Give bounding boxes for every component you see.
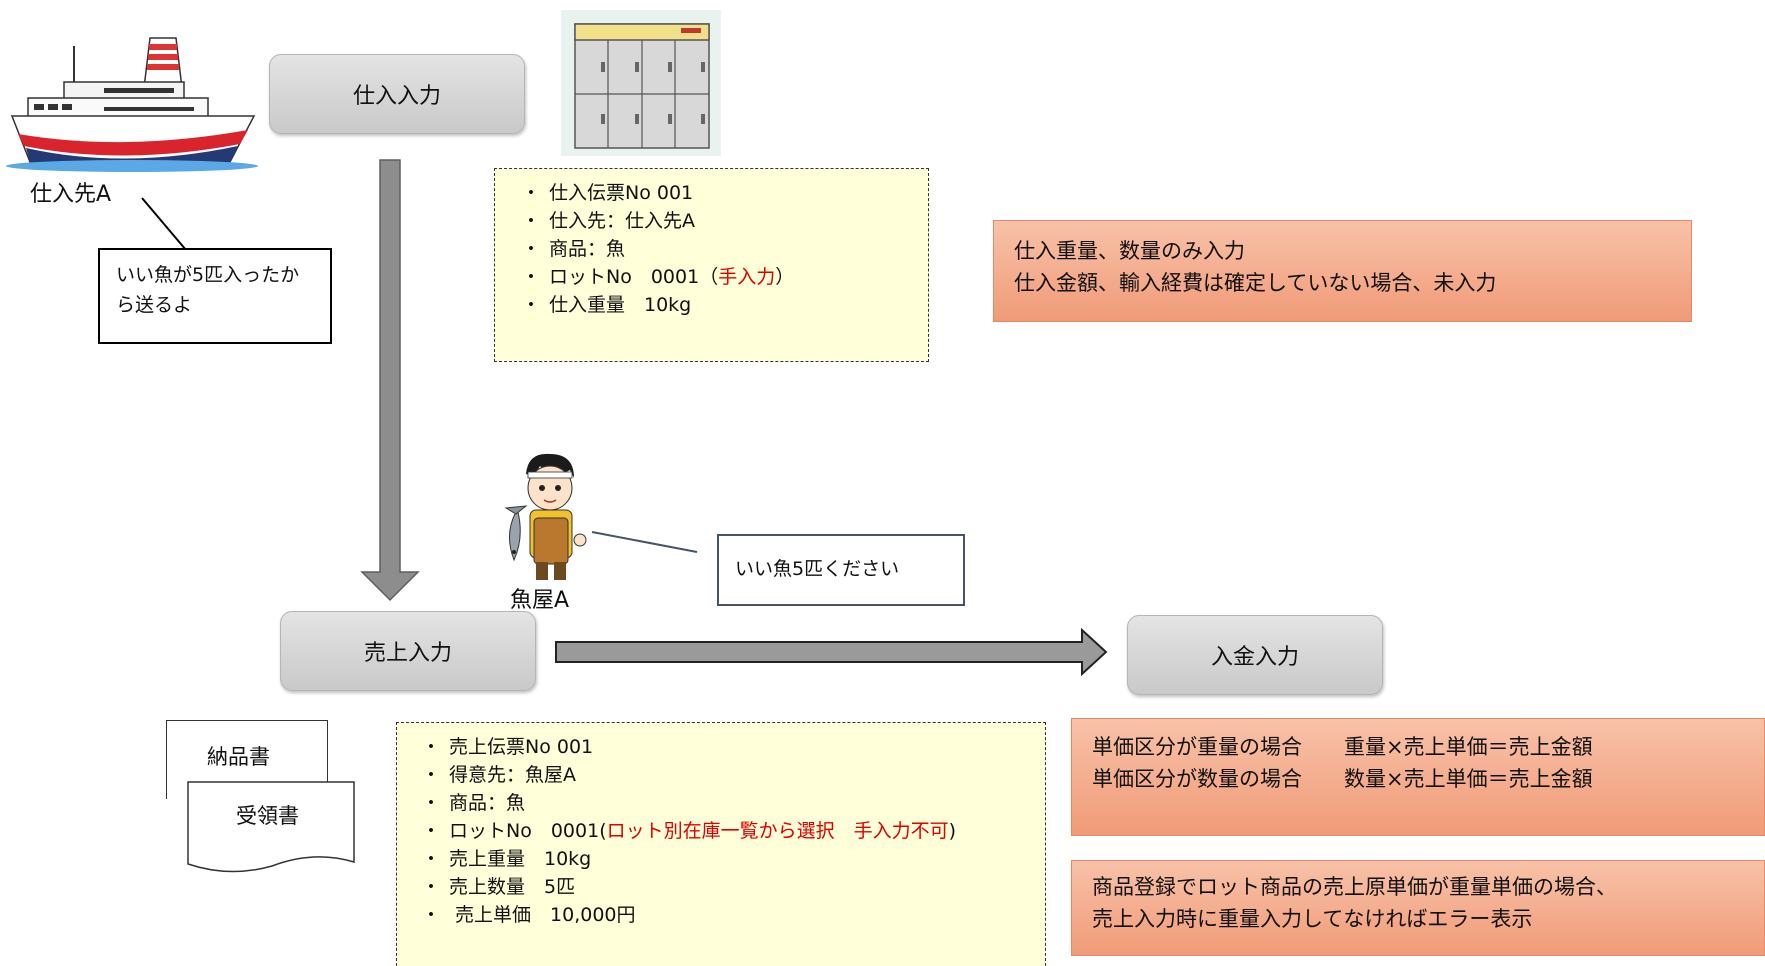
supplier-label: 仕入先A: [30, 182, 112, 207]
refrigerator-icon: [561, 10, 721, 156]
customer-callout-line: [591, 531, 698, 553]
purchase-memo-item: ・商品：魚: [521, 238, 626, 260]
purchase-input-box[interactable]: 仕入入力: [269, 54, 525, 134]
purchase-note: 仕入重量、数量のみ入力 仕入金額、輸入経費は確定していない場合、未入力: [993, 220, 1692, 322]
sales-memo-item: ・商品：魚: [421, 792, 526, 814]
weight-error-note-line: 売上入力時に重量入力してなければエラー表示: [1092, 907, 1533, 931]
purchase-note-line: 仕入金額、輸入経費は確定していない場合、未入力: [1014, 271, 1497, 295]
sales-memo: ・売上伝票No 001 ・得意先：魚屋A ・商品：魚 ・ロットNo 0001(ロ…: [396, 722, 1046, 966]
sales-memo-item: ・ 売上単価 10,000円: [421, 904, 636, 926]
supplier-speech-box: いい魚が5匹入ったから送るよ: [98, 248, 332, 344]
right-arrow: [555, 627, 1108, 677]
weight-error-note: 商品登録でロット商品の売上原単価が重量単価の場合、 売上入力時に重量入力してなけ…: [1071, 860, 1765, 956]
sales-input-box[interactable]: 売上入力: [280, 611, 536, 691]
sales-memo-item: ・売上数量 5匹: [421, 876, 576, 898]
unit-price-note-line: 単価区分が数量の場合 数量×売上単価＝売上金額: [1092, 767, 1593, 791]
purchase-note-line: 仕入重量、数量のみ入力: [1014, 239, 1245, 263]
purchase-memo: ・仕入伝票No 001 ・仕入先：仕入先A ・商品：魚 ・ロットNo 0001（…: [494, 168, 929, 362]
down-arrow: [360, 159, 420, 602]
unit-price-note-line: 単価区分が重量の場合 重量×売上単価＝売上金額: [1092, 735, 1593, 759]
manual-input-highlight: 手入力: [718, 266, 776, 288]
receipt-label: 受領書: [236, 804, 299, 828]
payment-input-label: 入金入力: [1210, 645, 1299, 670]
purchase-memo-lot: ・ロットNo 0001（手入力）: [521, 266, 795, 288]
purchase-input-label: 仕入入力: [352, 84, 441, 109]
lot-select-highlight: ロット別在庫一覧から選択 手入力不可: [606, 820, 949, 842]
customer-speech-box: いい魚5匹ください: [717, 534, 965, 606]
purchase-memo-item: ・仕入伝票No 001: [521, 182, 694, 204]
customer-speech-text: いい魚5匹ください: [735, 558, 900, 580]
supplier-speech-text: いい魚が5匹入ったから送るよ: [116, 264, 300, 316]
supplier-callout-line: [141, 197, 187, 251]
sales-memo-item: ・売上重量 10kg: [421, 848, 592, 870]
unit-price-note: 単価区分が重量の場合 重量×売上単価＝売上金額 単価区分が数量の場合 数量×売上…: [1071, 718, 1765, 836]
purchase-memo-item: ・仕入先：仕入先A: [521, 210, 695, 232]
customer-label: 魚屋A: [510, 588, 570, 613]
payment-input-box[interactable]: 入金入力: [1127, 615, 1383, 695]
ship-icon: [6, 37, 258, 172]
purchase-memo-item: ・仕入重量 10kg: [521, 294, 692, 316]
weight-error-note-line: 商品登録でロット商品の売上原単価が重量単価の場合、: [1092, 875, 1617, 899]
receipt-document: [187, 781, 355, 873]
delivery-slip-label: 納品書: [207, 745, 270, 769]
sales-memo-item: ・売上伝票No 001: [421, 736, 594, 758]
sales-memo-lot: ・ロットNo 0001(ロット別在庫一覧から選択 手入力不可): [421, 820, 957, 842]
sales-memo-item: ・得意先：魚屋A: [421, 764, 576, 786]
fishmonger-icon: [504, 453, 587, 580]
sales-input-label: 売上入力: [363, 641, 452, 666]
